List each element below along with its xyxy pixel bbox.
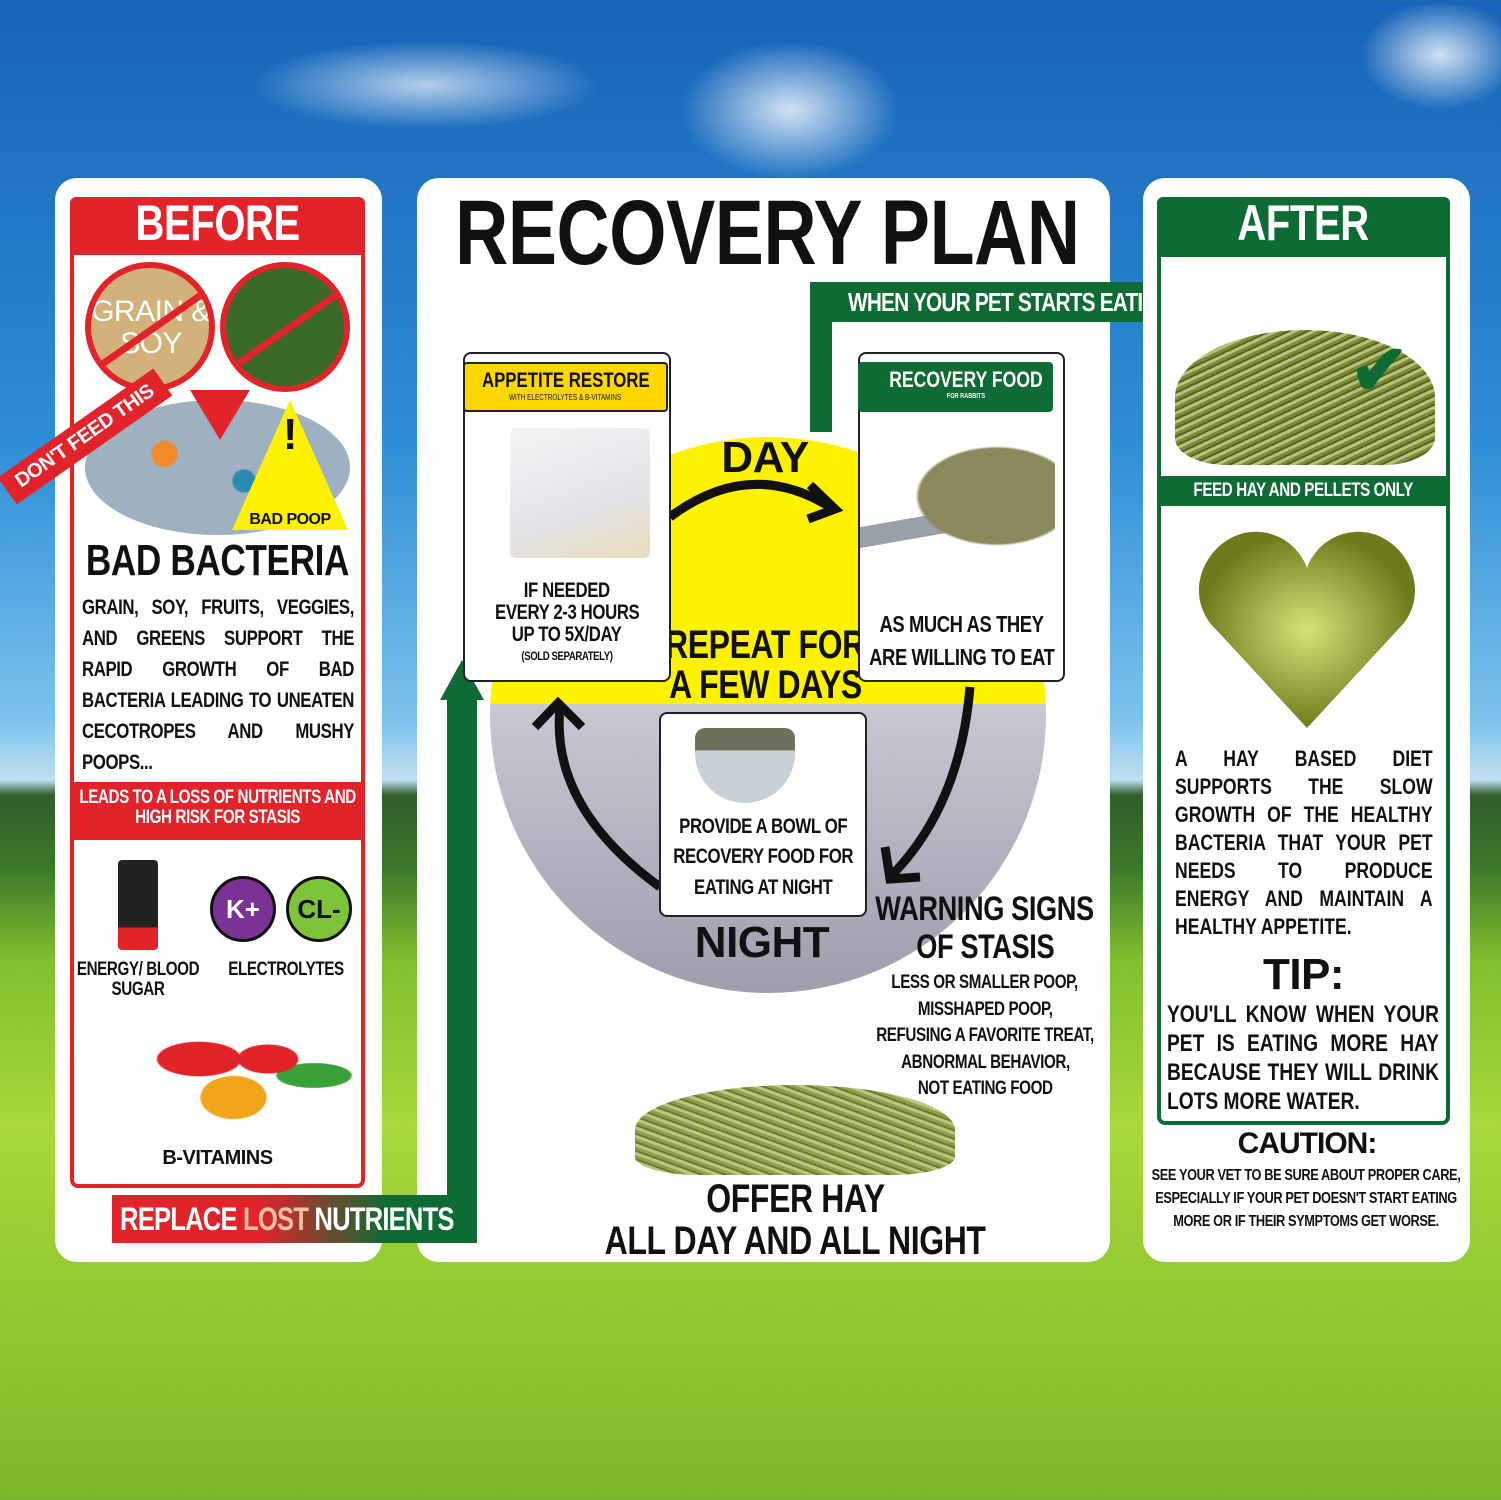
appetite-title-bar: APPETITE RESTORE WITH ELECTROLYTES & B-V…	[463, 362, 668, 412]
bad-poop-warning-icon	[232, 400, 348, 530]
hay-pile-image	[635, 1085, 955, 1175]
greens-no-icon	[220, 262, 350, 392]
electrolytes-label: ELECTROLYTES	[228, 959, 344, 980]
nutrients-word: NUTRIENTS	[314, 1201, 454, 1237]
page-title: RECOVERY PLAN	[417, 185, 1117, 282]
healthy-bacteria-heart-icon	[1198, 531, 1416, 728]
warning-title-1: WARNING SIGNS	[875, 890, 1095, 928]
tip-text: YOU'LL KNOW WHEN YOUR PET IS EATING MORE…	[1167, 1001, 1439, 1115]
before-header: BEFORE	[70, 197, 365, 255]
appetite-instructions: IF NEEDED EVERY 2-3 HOURS UP TO 5X/DAY (…	[463, 579, 671, 664]
bad-poop-label: BAD POOP	[249, 511, 331, 528]
potassium-icon: K+	[210, 876, 276, 942]
replace-arrow-line	[447, 700, 477, 1242]
exclamation-icon: !	[282, 410, 298, 459]
day-arrow	[667, 479, 833, 521]
warning-signs-list: LESS OR SMALLER POOP, MISSHAPED POOP, RE…	[855, 970, 1115, 1103]
day-label: DAY	[721, 433, 809, 482]
recovery-title-bar: RECOVERY FOOD FOR RABBITS	[858, 362, 1053, 412]
no-slash	[227, 280, 344, 373]
recovery-title: RECOVERY FOOD	[888, 367, 1043, 392]
caution-title: CAUTION:	[1237, 1127, 1378, 1160]
recovery-food-image	[860, 440, 1055, 580]
cycle-arrows	[531, 479, 975, 891]
lost-word: LOST	[243, 1201, 315, 1237]
vitamin-capsules-image	[130, 1015, 360, 1125]
evening-arrow	[554, 706, 663, 891]
appetite-restore-image	[510, 428, 650, 558]
evening-arrow-head-icon	[531, 696, 586, 731]
offer-hay-text: OFFER HAY ALL DAY AND ALL NIGHT	[600, 1178, 990, 1262]
night-arrow-head-icon	[880, 846, 921, 884]
appetite-subtitle: WITH ELECTROLYTES & B-VITAMINS	[509, 393, 622, 402]
tip-title: TIP:	[1262, 950, 1345, 999]
cloud	[1360, 0, 1501, 110]
recovery-instructions: AS MUCH AS THEY ARE WILLING TO EAT	[858, 608, 1065, 675]
loss-warning-text: LEADS TO A LOSS OF NUTRIENTS AND HIGH RI…	[79, 787, 356, 828]
feed-hay-text: FEED HAY AND PELLETS ONLY	[1193, 480, 1414, 501]
appetite-line-1: IF NEEDED	[523, 579, 610, 602]
night-arrow	[886, 686, 975, 881]
hay-pellets-image	[1175, 330, 1435, 465]
before-header-text: BEFORE	[135, 195, 300, 251]
offer-hay-line-1: OFFER HAY	[705, 1177, 885, 1221]
appetite-title: APPETITE RESTORE	[481, 369, 650, 392]
appetite-line-3: UP TO 5X/DAY	[512, 623, 622, 647]
cloud	[250, 40, 600, 130]
repeat-line-2: A FEW DAYS	[668, 663, 862, 707]
replace-word: REPLACE	[120, 1201, 244, 1237]
warning-title-2: OF STASIS	[916, 928, 1054, 966]
appetite-note: (SOLD SEPARATELY)	[521, 649, 613, 664]
warning-item: LESS OR SMALLER POOP,	[891, 972, 1079, 993]
warning-item: NOT EATING FOOD	[917, 1078, 1053, 1100]
night-label: NIGHT	[694, 918, 830, 967]
appetite-line-2: EVERY 2-3 HOURS	[494, 601, 640, 625]
bad-bacteria-body: GRAIN, SOY, FRUITS, VEGGIES, AND GREENS …	[82, 596, 354, 774]
cloud	[680, 40, 900, 180]
recovery-line-1: AS MUCH AS THEY	[879, 611, 1044, 637]
recovery-line-2: ARE WILLING TO EAT	[868, 644, 1055, 671]
bad-bacteria-heading: BAD BACTERIA	[70, 536, 365, 585]
day-arrow-head-icon	[806, 481, 844, 524]
warning-signs-title: WARNING SIGNS OF STASIS	[870, 890, 1100, 966]
repeat-label: REPEAT FOR A FEW DAYS	[665, 625, 865, 707]
warning-item: REFUSING A FAVORITE TREAT,	[876, 1025, 1094, 1047]
repeat-line-1: REPEAT FOR	[665, 623, 865, 667]
loss-warning	[74, 782, 361, 840]
replace-banner	[112, 1195, 477, 1243]
feed-hay-banner: FEED HAY AND PELLETS ONLY	[1161, 476, 1446, 506]
page-title-text: RECOVERY PLAN	[454, 182, 1080, 284]
warning-item: MISSHAPED POOP,	[917, 998, 1053, 1020]
recovery-subtitle: FOR RABBITS	[946, 393, 985, 400]
caution-text: SEE YOUR VET TO BE SURE ABOUT PROPER CAR…	[1151, 1167, 1461, 1230]
replace-banner-text: REPLACE LOST NUTRIENTS	[120, 1195, 455, 1243]
checkmark-icon: ✔	[1350, 331, 1409, 409]
warning-item: ABNORMAL BEHAVIOR,	[900, 1051, 1070, 1073]
chloride-icon: CL-	[286, 876, 352, 942]
after-body: A HAY BASED DIET SUPPORTS THE SLOW GROWT…	[1175, 746, 1433, 939]
after-header-text: AFTER	[1237, 195, 1370, 251]
offer-hay-line-2: ALL DAY AND ALL NIGHT	[604, 1219, 986, 1263]
b-vitamins-label: B-VITAMINS	[162, 1147, 273, 1169]
battery-icon	[118, 860, 158, 950]
bowl-instructions: PROVIDE A BOWL OF RECOVERY FOOD FOR EATI…	[673, 815, 854, 899]
after-header: AFTER	[1157, 197, 1450, 257]
bad-bacteria-text: BAD BACTERIA	[85, 536, 350, 585]
energy-label: ENERGY/ BLOOD SUGAR	[76, 959, 200, 1000]
